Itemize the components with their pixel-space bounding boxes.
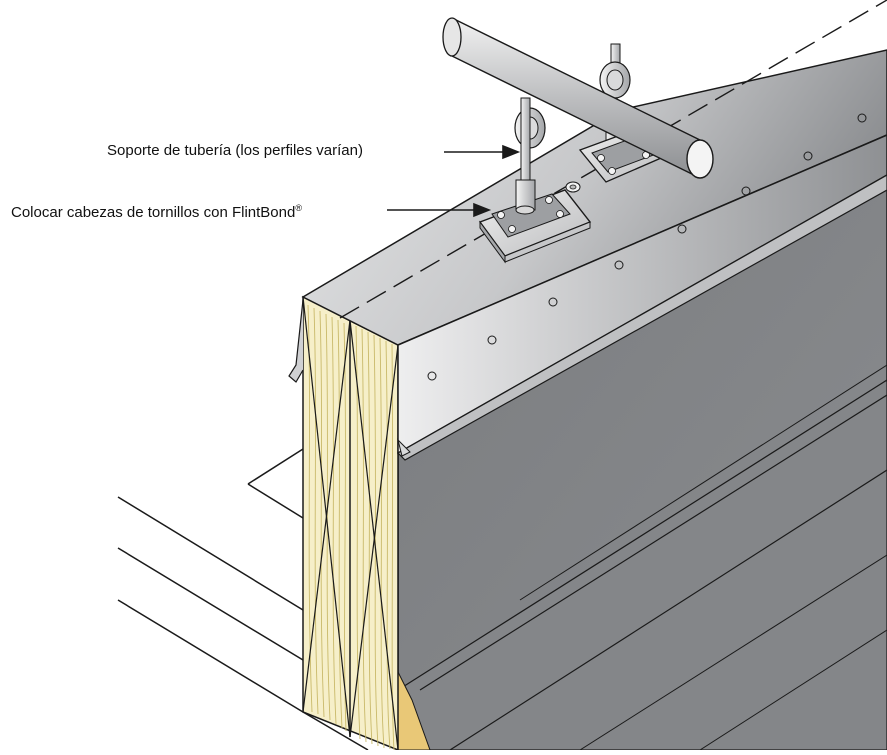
wood-blocking [302,295,399,752]
fastener-row [427,113,867,381]
fastener-icon [741,186,751,196]
fastener-icon [803,151,813,161]
pipe-support-label: Soporte de tubería (los perfiles varían) [107,142,363,159]
wall-membrane [397,134,887,751]
fastener-icon [548,297,558,307]
fastener-icon [857,113,867,123]
fastener-icon [677,224,687,234]
fastener-icon [614,260,624,270]
screw-heads-label: Colocar cabezas de tornillos con FlintBo… [11,199,302,222]
coping-membrane [288,0,887,461]
front-pipe-support [478,97,592,264]
arrow-icon [387,144,521,218]
fastener-icon [487,335,497,345]
registered-mark: ® [295,203,302,213]
fastener-icon [427,371,437,381]
screw-heads-text: Colocar cabezas de tornillos con FlintBo… [11,204,296,221]
